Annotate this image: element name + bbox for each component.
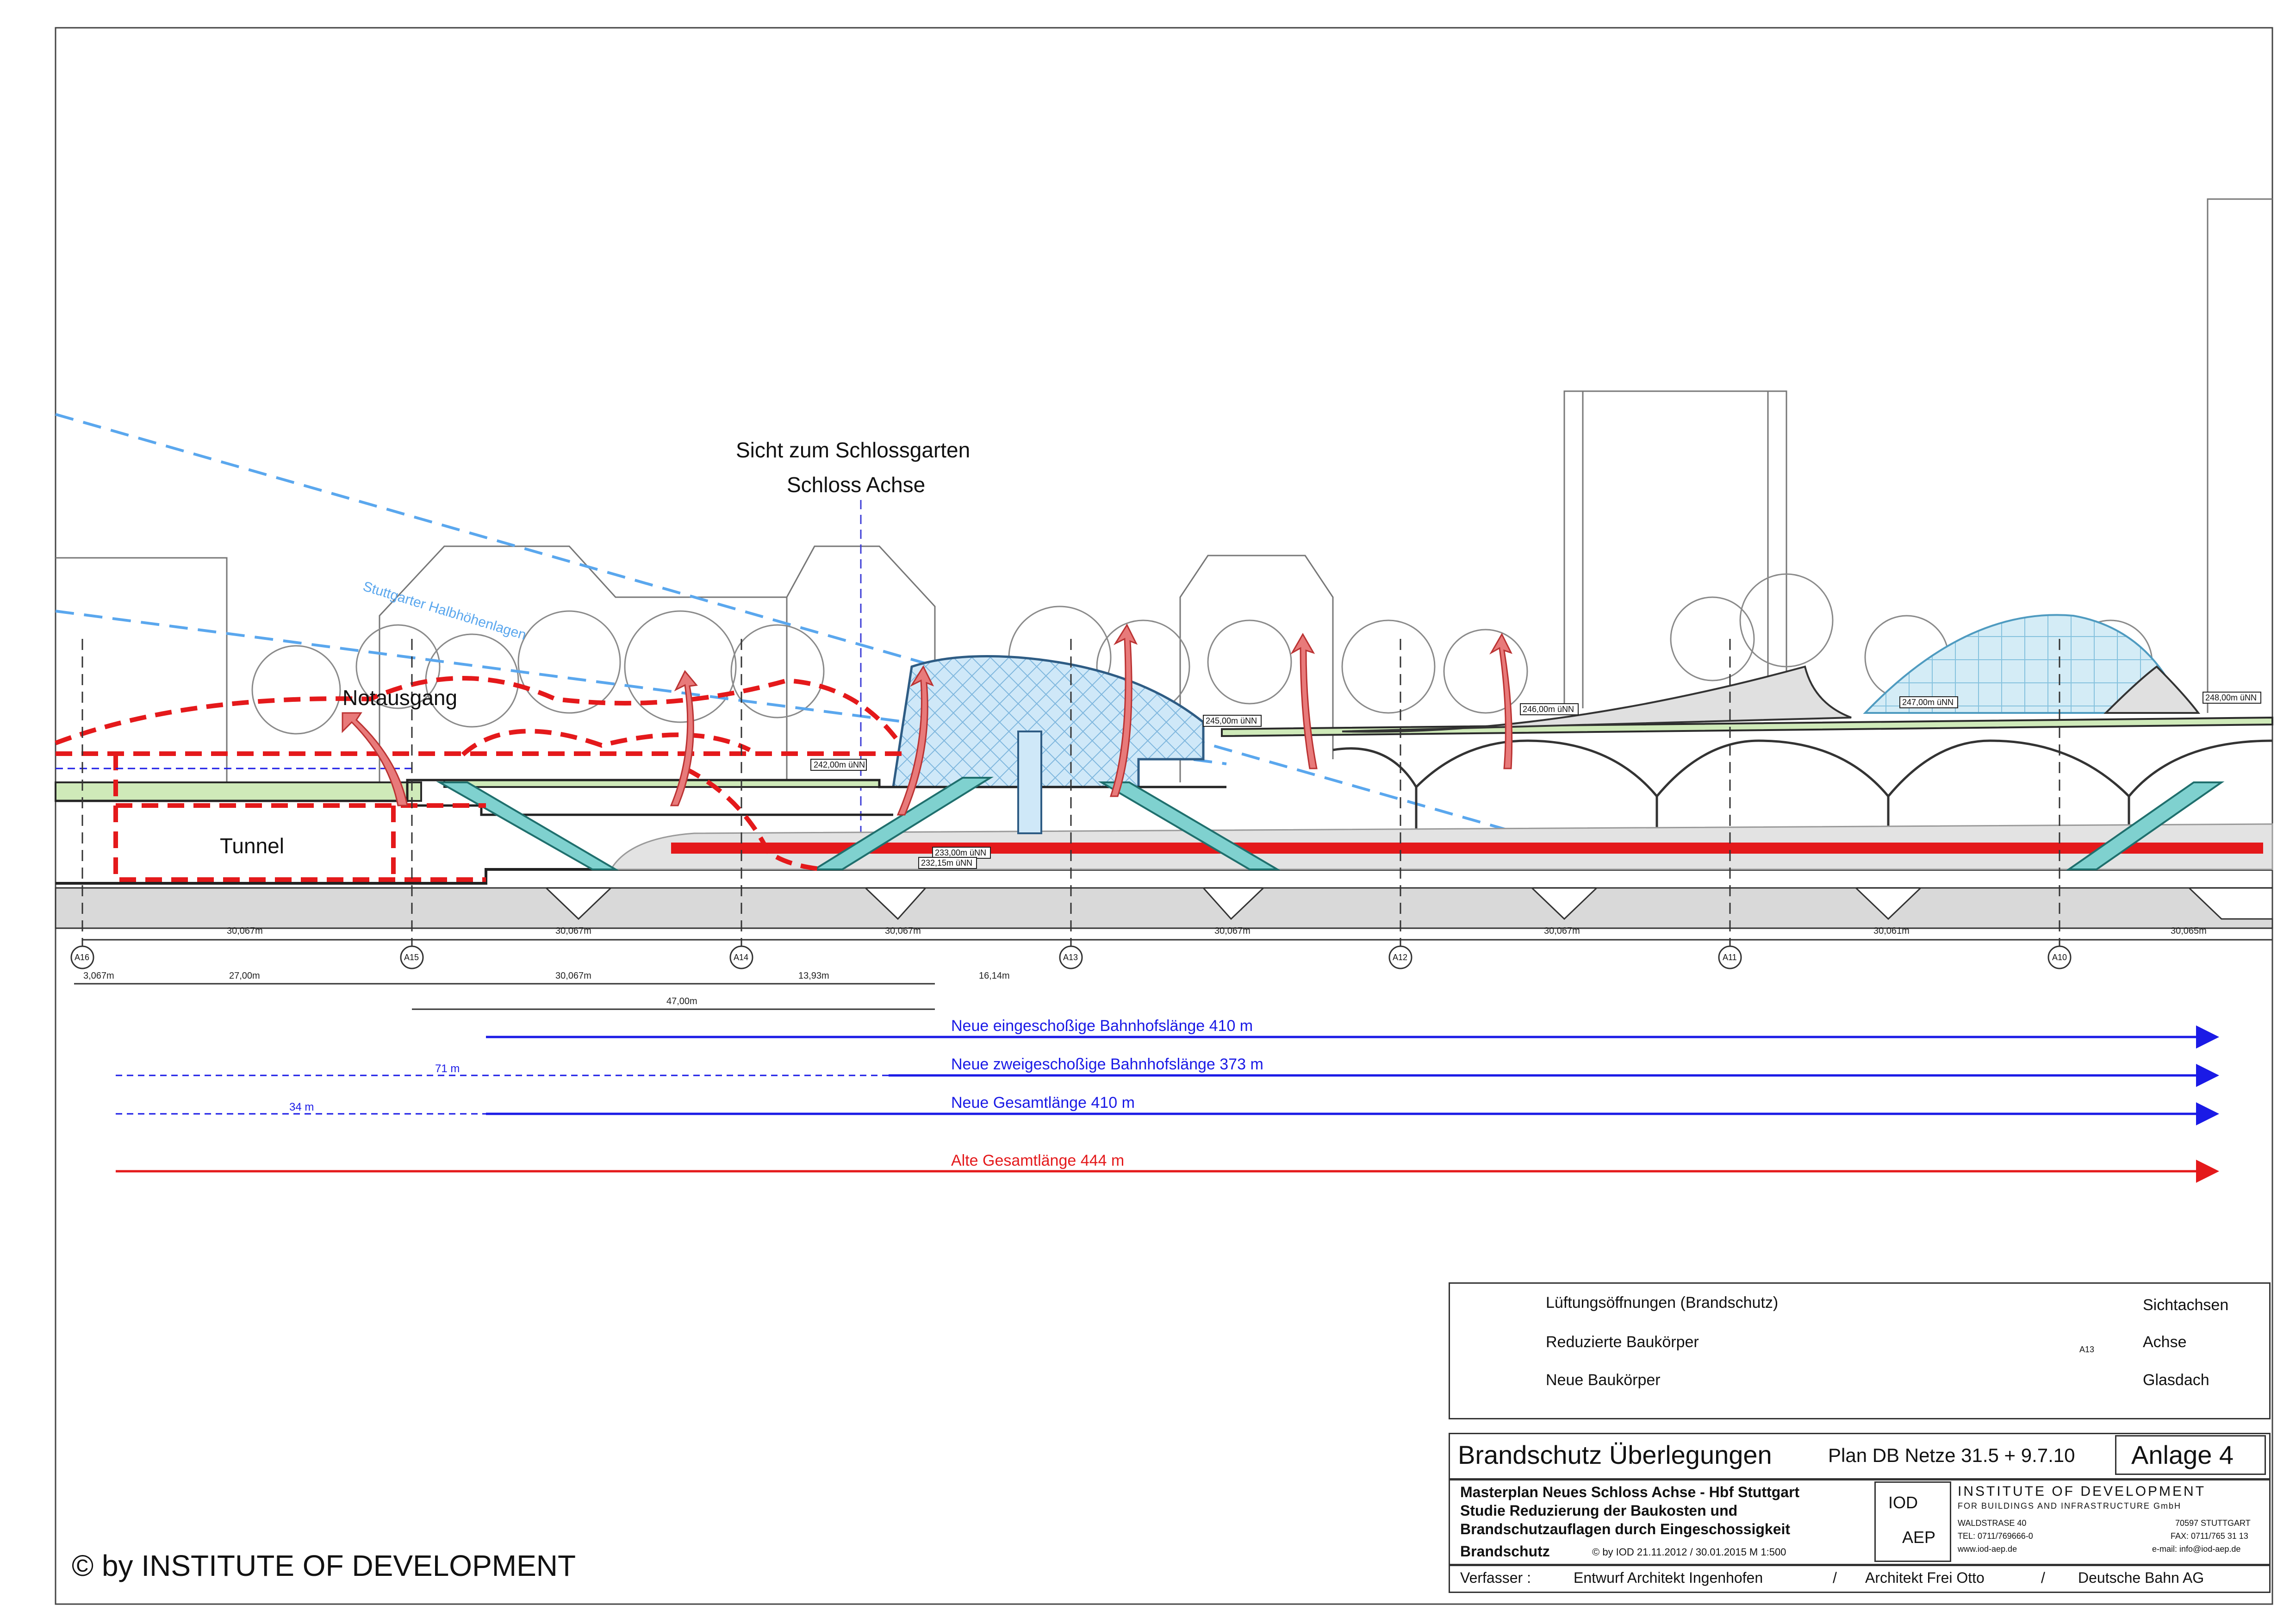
train xyxy=(610,823,2273,870)
iod-logo xyxy=(1874,1481,1951,1562)
dim-lines xyxy=(74,983,935,1010)
foundations xyxy=(55,887,2273,929)
titleblock-verfasser xyxy=(1449,1565,2271,1593)
concourse-structure xyxy=(56,779,1226,816)
tb-desc2: Studie Reduzierung der Baukosten und xyxy=(1460,1502,1738,1519)
level-tag: 245,00m üNN xyxy=(1206,716,1257,725)
glass-hall xyxy=(892,655,1205,788)
axis-spacing: 30,067m xyxy=(227,926,263,936)
tunnel-label: Tunnel xyxy=(220,834,284,858)
legend-lueftung: Lüftungsöffnungen (Brandschutz) xyxy=(1546,1294,1779,1312)
dim-text: 13,93m xyxy=(798,971,829,981)
sicht-label: Sicht zum Schlossgarten xyxy=(736,438,971,462)
legend xyxy=(1449,1282,2271,1419)
logo-iod: IOD xyxy=(1888,1493,1918,1512)
tb-anlage: Anlage 4 xyxy=(2131,1440,2234,1469)
dim-text: 71 m xyxy=(435,1062,460,1075)
dim-text: 3,067m xyxy=(83,971,114,981)
schlossachse-label: Schloss Achse xyxy=(787,473,926,497)
tb-v1: Entwurf Architekt Ingenhofen xyxy=(1574,1569,1763,1586)
level-tag: 248,00m üNN xyxy=(2205,693,2257,702)
level-tag: 242,00m üNN xyxy=(814,760,865,769)
tent-roofs xyxy=(1342,665,2201,733)
dim-text: 27,00m xyxy=(229,971,260,981)
axis-label-a10: A10 xyxy=(2052,953,2067,962)
dim-text: 34 m xyxy=(289,1101,314,1113)
length-neu-zweigeschossig: Neue zweigeschoßige Bahnhofslänge 373 m xyxy=(951,1056,1263,1073)
glass-dome xyxy=(1863,614,2186,714)
tb-desc4: Brandschutz xyxy=(1460,1543,1550,1560)
axis-label-a12: A12 xyxy=(1393,953,1408,962)
ventilation-arrows xyxy=(342,623,1513,816)
tb-inst-sub: FOR BUILDINGS AND INFRASTRUCTURE GmbH xyxy=(1958,1501,2182,1511)
axis-bubbles xyxy=(70,945,2072,969)
copyright: © by INSTITUTE OF DEVELOPMENT xyxy=(72,1549,576,1582)
level-tag: 232,15m üNN xyxy=(921,858,973,868)
legend-neu: Neue Baukörper xyxy=(1546,1371,1661,1389)
tb-city: 70597 STUTTGART xyxy=(2175,1518,2251,1528)
axis-spacing: 30,067m xyxy=(1214,926,1251,936)
tb-sep: / xyxy=(1833,1569,1837,1586)
notausgang-label: Notausgang xyxy=(342,686,458,710)
titleblock-body xyxy=(1449,1479,2271,1565)
legend-achse-symbol: A13 xyxy=(2079,1345,2095,1354)
dim-text: 16,14m xyxy=(979,971,1010,981)
axis-label-a14: A14 xyxy=(734,953,749,962)
legend-glasdach: Glasdach xyxy=(2143,1371,2209,1389)
background-buildings xyxy=(56,198,2272,782)
tb-v3: Deutsche Bahn AG xyxy=(2078,1569,2204,1586)
legend-reduziert: Reduzierte Baukörper xyxy=(1546,1333,1699,1351)
legend-sichtachsen: Sichtachsen xyxy=(2143,1296,2229,1314)
axis-spacing: 30,067m xyxy=(885,926,921,936)
logo-aep: AEP xyxy=(1902,1528,1936,1547)
tb-meta: © by IOD 21.11.2012 / 30.01.2015 M 1:500 xyxy=(1592,1546,1786,1558)
axis-spacing: 30,067m xyxy=(555,926,591,936)
tb-fax: FAX: 0711/765 31 13 xyxy=(2171,1531,2248,1541)
elevator-shaft xyxy=(1017,731,1042,834)
dim-text: 47,00m xyxy=(666,996,697,1006)
level-tag: 247,00m üNN xyxy=(1902,698,1954,707)
length-neu-eingeschossig: Neue eingeschoßige Bahnhofslänge 410 m xyxy=(951,1017,1253,1035)
level-tags xyxy=(810,692,2261,869)
green-roofs xyxy=(55,716,2273,802)
axis-spacing: 30,065m xyxy=(2171,926,2207,936)
axis-label-a11: A11 xyxy=(1723,953,1737,962)
tb-street: WALDSTRASE 40 xyxy=(1958,1518,2027,1528)
tb-tel: TEL: 0711/769666-0 xyxy=(1958,1531,2033,1541)
sheet-frame xyxy=(55,27,2273,1605)
tb-mail: e-mail: info@iod-aep.de xyxy=(2152,1544,2241,1554)
tb-v2: Architekt Frei Otto xyxy=(1865,1569,1985,1586)
axis-label-a15: A15 xyxy=(404,953,419,962)
level-tag: 246,00m üNN xyxy=(1523,705,1574,714)
anlage-box xyxy=(2115,1435,2266,1475)
tb-verfasser: Verfasser : xyxy=(1460,1569,1531,1586)
axis-spacing: 30,067m xyxy=(1544,926,1580,936)
axis-label-a16: A16 xyxy=(75,953,90,962)
tb-inst: INSTITUTE OF DEVELOPMENT xyxy=(1958,1484,2206,1499)
length-arrows xyxy=(116,1025,2219,1183)
tb-plan: Plan DB Netze 31.5 + 9.7.10 xyxy=(1828,1444,2075,1466)
length-alt-gesamt: Alte Gesamtlänge 444 m xyxy=(951,1152,1125,1169)
tb-desc3: Brandschutzauflagen durch Eingeschossigk… xyxy=(1460,1521,1791,1537)
reduced-structures xyxy=(55,676,907,882)
axis-spacing: 30,061m xyxy=(1873,926,1910,936)
level-tag: 233,00m üNN xyxy=(935,848,987,857)
axis-label-a13: A13 xyxy=(1063,953,1078,962)
legend-achse: Achse xyxy=(2143,1333,2187,1351)
dim-text: 30,067m xyxy=(555,971,591,981)
tb-sep: / xyxy=(2041,1569,2045,1586)
tb-desc1: Masterplan Neues Schloss Achse - Hbf Stu… xyxy=(1460,1484,1800,1500)
length-neu-gesamt: Neue Gesamtlänge 410 m xyxy=(951,1094,1135,1112)
tb-title: Brandschutz Überlegungen xyxy=(1458,1440,1772,1469)
tb-web: www.iod-aep.de xyxy=(1958,1544,2017,1554)
